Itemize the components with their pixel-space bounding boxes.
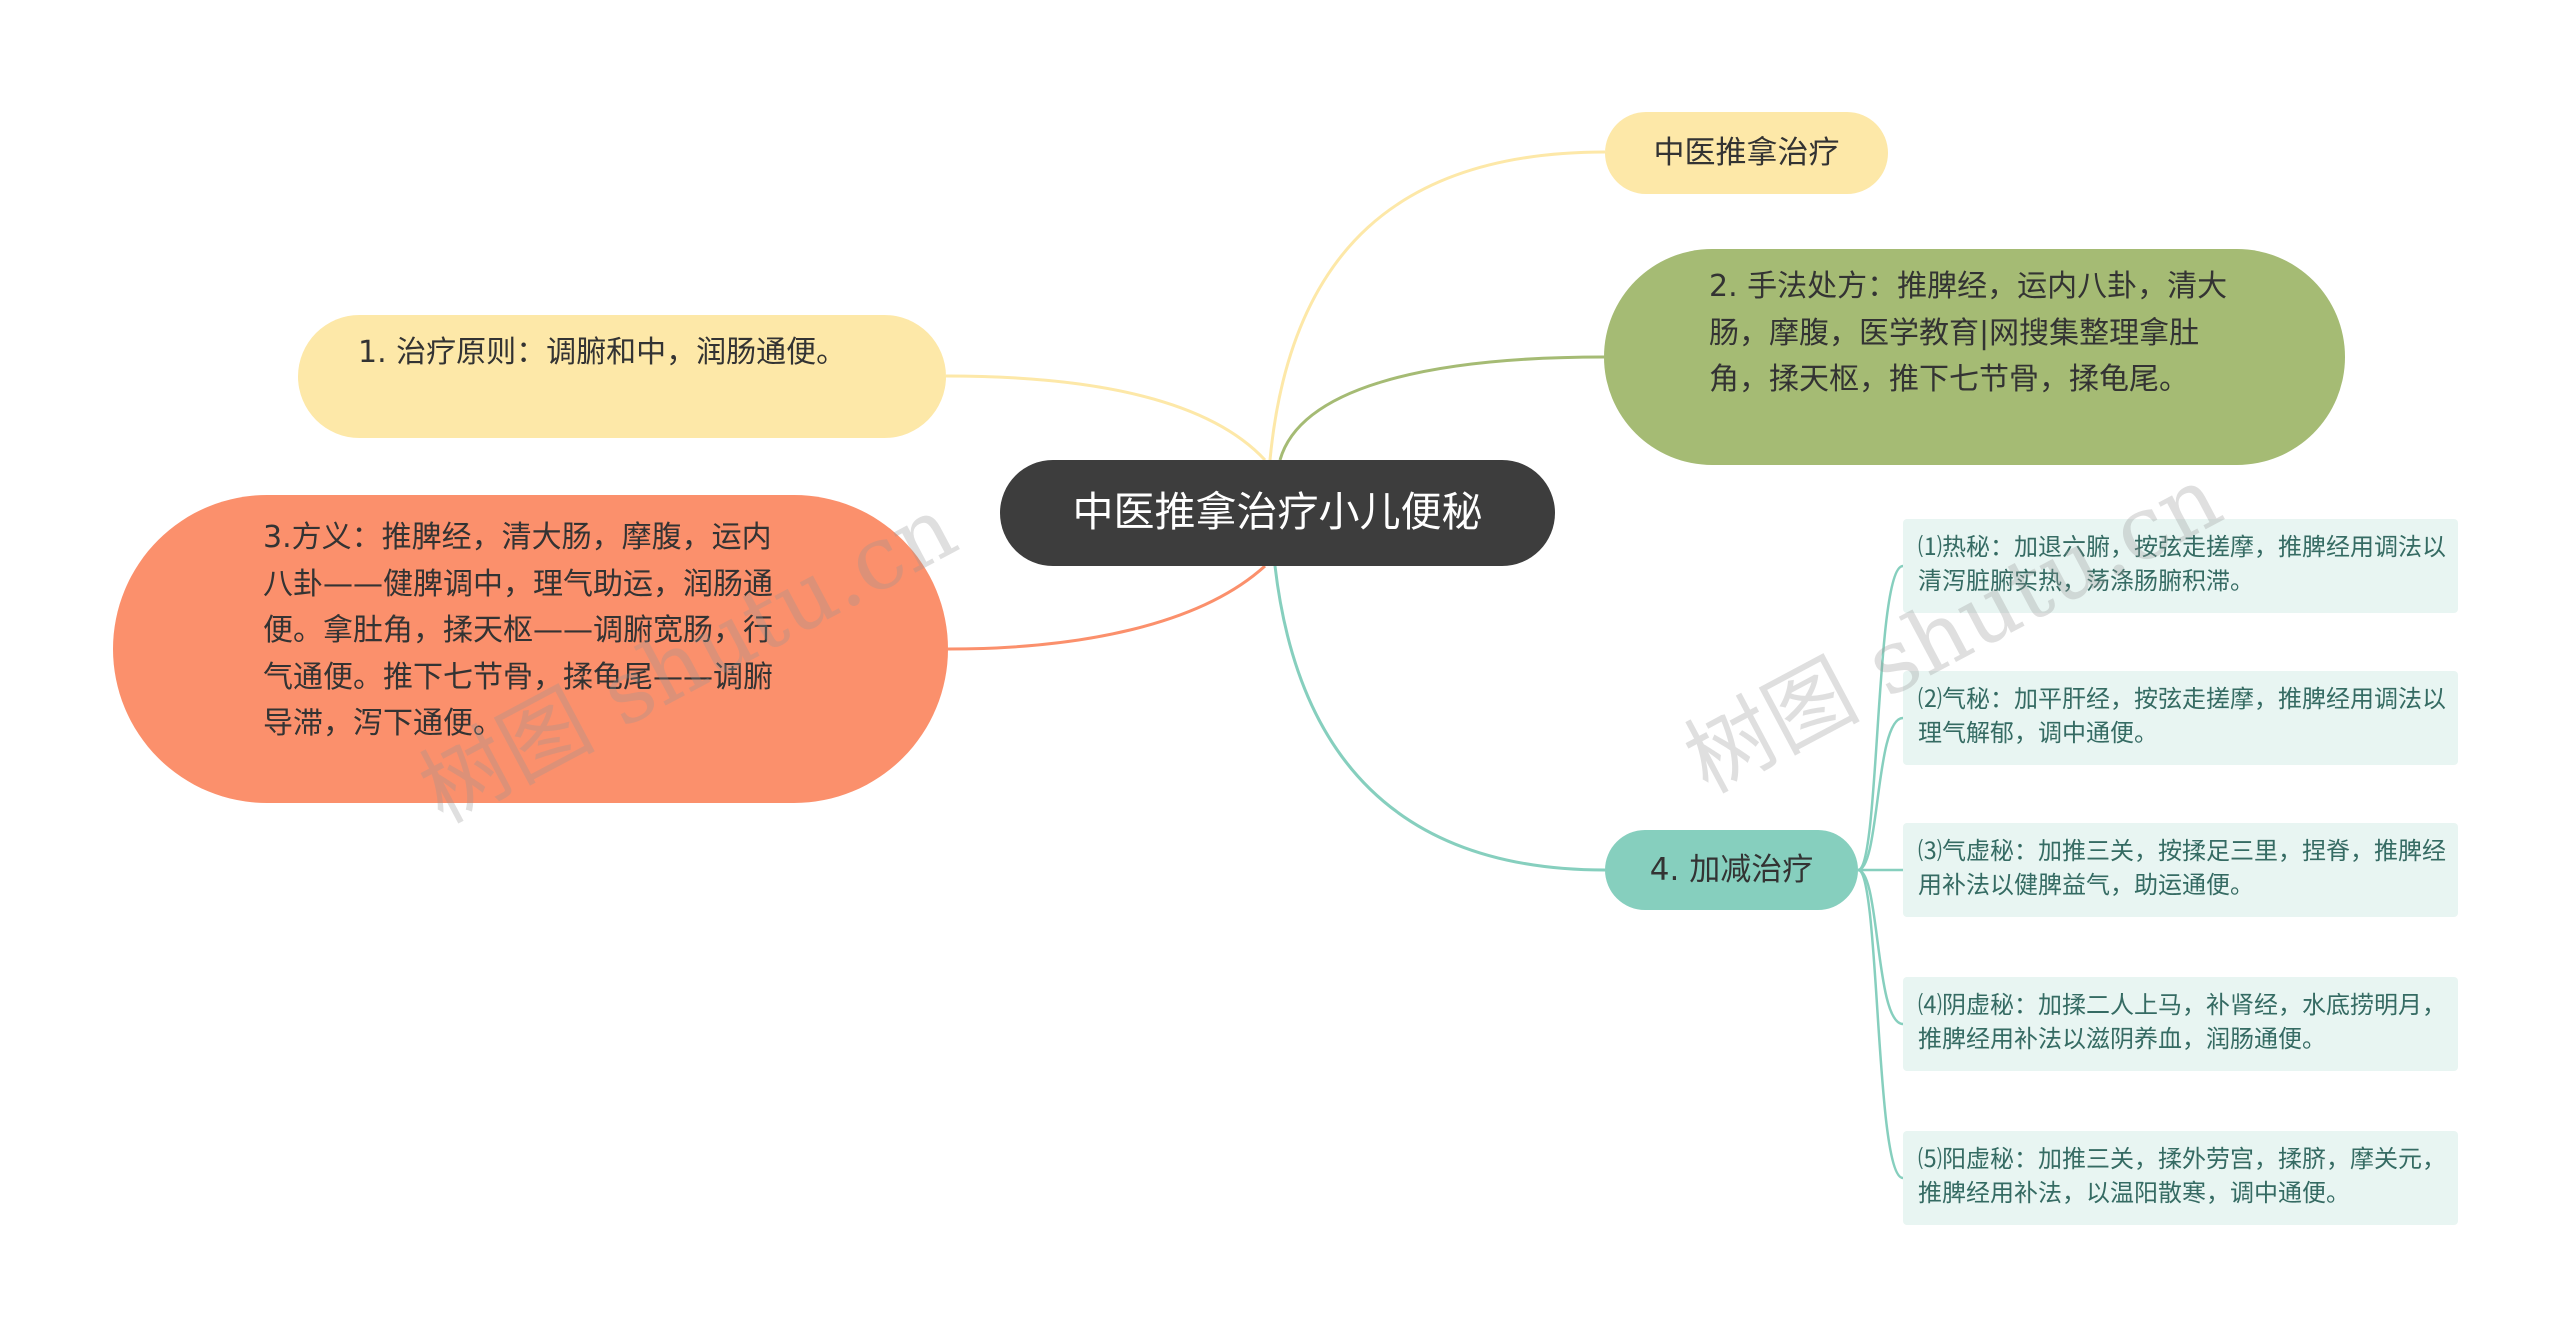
leaf-label-4: ⑷阴虚秘：加揉二人上马，补肾经，水底捞明月，推脾经用补法以滋阴养血，润肠通便。 — [1918, 991, 2446, 1053]
leaf-node-2[interactable]: ⑵气秘：加平肝经，按弦走搓摩，推脾经用调法以理气解郁，调中通便。 — [1903, 671, 2458, 765]
link-root-top — [1268, 150, 1606, 461]
link-modify-leaf-2 — [1857, 716, 1904, 872]
leaf-label-2: ⑵气秘：加平肝经，按弦走搓摩，推脾经用调法以理气解郁，调中通便。 — [1918, 685, 2446, 747]
link-modify-leaf-1 — [1857, 564, 1904, 872]
leaf-node-3[interactable]: ⑶气虚秘：加推三关，按揉足三里，捏脊，推脾经用补法以健脾益气，助运通便。 — [1903, 823, 2458, 917]
leaf-label-3: ⑶气虚秘：加推三关，按揉足三里，捏脊，推脾经用补法以健脾益气，助运通便。 — [1918, 837, 2446, 899]
branch-principle-label: 1. 治疗原则：调腑和中，润肠通便。 — [358, 335, 847, 370]
link-root-meaning — [947, 564, 1267, 651]
link-root-principle — [945, 374, 1267, 462]
branch-meaning-label: 3.方义：推脾经，清大肠，摩腹，运内八卦——健脾调中，理气助运，润肠通便。拿肚角… — [263, 520, 773, 741]
leaf-node-1[interactable]: ⑴热秘：加退六腑，按弦走搓摩，推脾经用调法以清泻脏腑实热，荡涤肠腑积滞。 — [1903, 519, 2458, 613]
link-root-method — [1278, 355, 1605, 461]
link-modify-leaf-5 — [1856, 868, 1904, 1180]
branch-principle-node[interactable]: 1. 治疗原则：调腑和中，润肠通便。 — [298, 315, 946, 438]
link-modify-leaf-4 — [1857, 868, 1904, 1026]
branch-method-label: 2. 手法处方：推脾经，运内八卦，清大肠，摩腹，医学教育|网搜集整理拿肚角，揉天… — [1709, 269, 2228, 397]
root-node[interactable]: 中医推拿治疗小儿便秘 — [1000, 460, 1555, 566]
leaf-node-4[interactable]: ⑷阴虚秘：加揉二人上马，补肾经，水底捞明月，推脾经用补法以滋阴养血，润肠通便。 — [1903, 977, 2458, 1071]
leaf-label-1: ⑴热秘：加退六腑，按弦走搓摩，推脾经用调法以清泻脏腑实热，荡涤肠腑积滞。 — [1918, 533, 2446, 595]
branch-modify-node[interactable]: 4. 加减治疗 — [1605, 830, 1858, 910]
branch-top-node[interactable]: 中医推拿治疗 — [1605, 112, 1888, 194]
branch-method-node[interactable]: 2. 手法处方：推脾经，运内八卦，清大肠，摩腹，医学教育|网搜集整理拿肚角，揉天… — [1604, 249, 2345, 465]
leaf-node-5[interactable]: ⑸阳虚秘：加推三关，揉外劳宫，揉脐，摩关元，推脾经用补法，以温阳散寒，调中通便。 — [1903, 1131, 2458, 1225]
leaf-label-5: ⑸阳虚秘：加推三关，揉外劳宫，揉脐，摩关元，推脾经用补法，以温阳散寒，调中通便。 — [1918, 1145, 2446, 1207]
branch-modify-label: 4. 加减治疗 — [1649, 851, 1814, 888]
branch-meaning-node[interactable]: 3.方义：推脾经，清大肠，摩腹，运内八卦——健脾调中，理气助运，润肠通便。拿肚角… — [113, 495, 948, 803]
link-root-modify — [1273, 565, 1606, 872]
root-label: 中医推拿治疗小儿便秘 — [1072, 488, 1483, 537]
branch-top-label: 中医推拿治疗 — [1653, 134, 1840, 171]
